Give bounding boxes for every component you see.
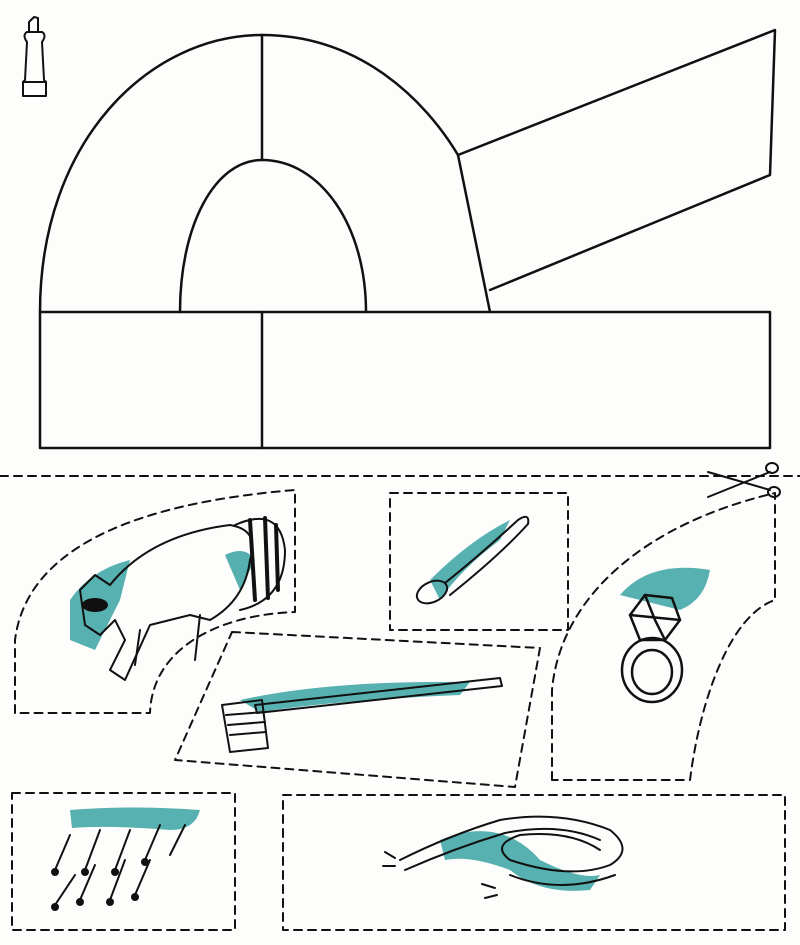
scissors-icon	[707, 462, 781, 498]
arch-inner	[178, 158, 368, 314]
arch-outer	[38, 33, 492, 314]
cutout-pieces	[11, 489, 786, 931]
rain-icon	[51, 824, 186, 911]
piece-rain[interactable]	[11, 792, 236, 931]
ring-icon	[620, 593, 684, 704]
rope-icon	[382, 815, 624, 899]
letter-r-outline	[38, 28, 777, 450]
piece-ring[interactable]	[551, 492, 776, 781]
raccoon-icon	[79, 516, 286, 681]
piece-spoon[interactable]	[389, 492, 569, 631]
slanted-leg	[456, 28, 777, 292]
piece-raccoon[interactable]	[14, 489, 296, 714]
base-block	[38, 310, 772, 450]
piece-rope[interactable]	[282, 794, 786, 931]
glue-bottle-icon	[22, 16, 47, 97]
spoon-icon	[415, 515, 530, 605]
piece-rake[interactable]	[174, 631, 541, 788]
rake-icon	[221, 677, 503, 753]
